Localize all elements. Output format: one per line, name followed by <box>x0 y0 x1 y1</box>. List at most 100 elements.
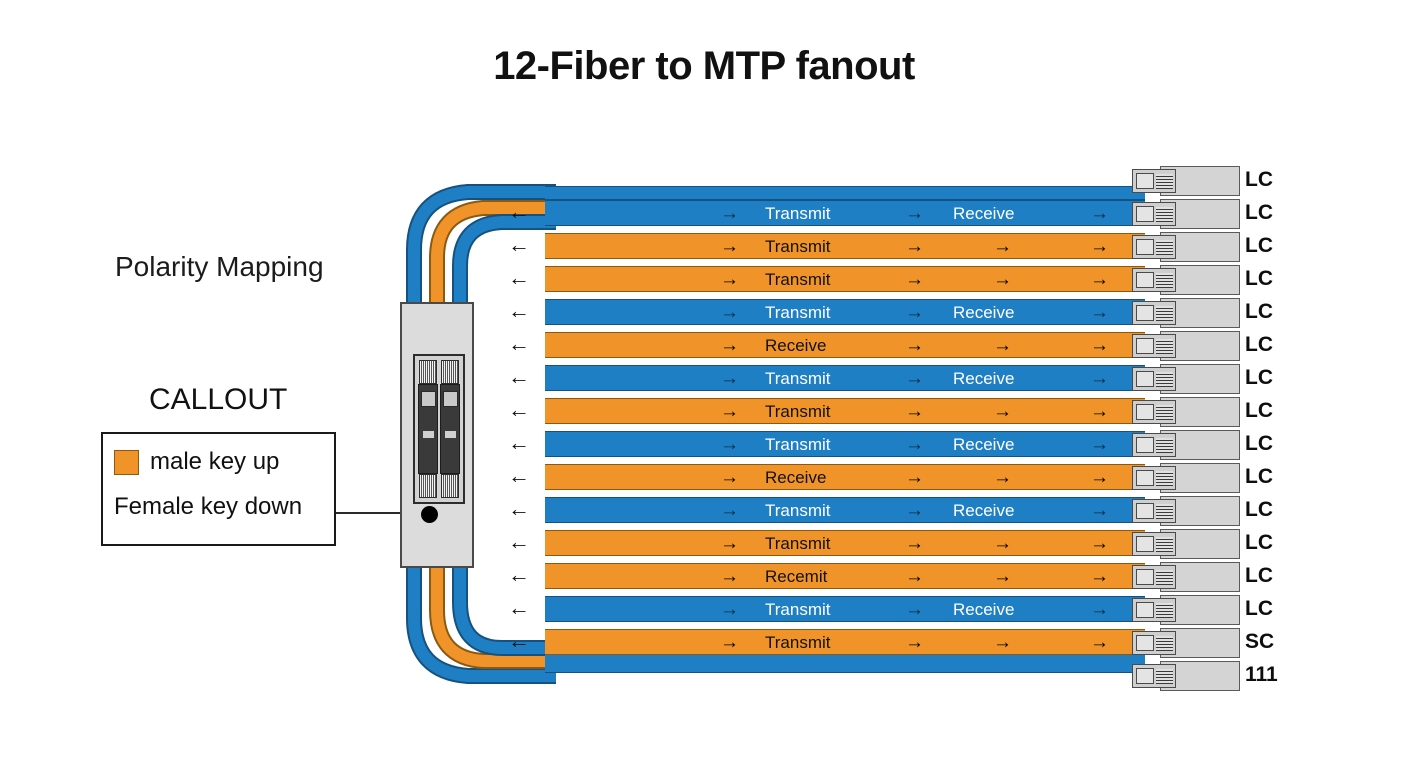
legend-label-male: male key up <box>150 448 280 475</box>
connector-ferrule-inner <box>1136 272 1154 288</box>
flow-arrow-icon: → <box>720 368 739 389</box>
connector-type-label: LC <box>1245 267 1273 290</box>
reverse-flow-arrow-icon: ← <box>508 628 530 653</box>
flow-arrow-icon: → <box>993 269 1012 290</box>
flow-arrow-icon: → <box>1090 269 1109 290</box>
fiber-row-label: Transmit <box>765 435 831 454</box>
flow-arrow-icon: → <box>993 533 1012 554</box>
fiber-connector[interactable]: 111 <box>1132 661 1278 691</box>
fiber-row-label: Transmit <box>765 237 831 256</box>
fiber-connector[interactable]: LC <box>1132 232 1273 262</box>
connector-type-label: SC <box>1245 630 1275 653</box>
reverse-flow-arrow-icon: ← <box>508 529 530 554</box>
connector-type-label: LC <box>1245 234 1273 257</box>
fiber-row-label: Transmit <box>765 303 831 322</box>
fiber-row-label: Transmit <box>765 204 831 223</box>
fiber-connector[interactable]: LC <box>1132 331 1273 361</box>
flow-arrow-icon: → <box>905 335 924 356</box>
connector-ferrule <box>1132 400 1176 424</box>
fiber-row-label: Transmit <box>765 534 831 553</box>
fiber-connector[interactable]: LC <box>1132 562 1273 592</box>
callout-anchor-dot <box>421 506 438 523</box>
fiber-row-label: Receive <box>953 369 1015 388</box>
connector-ferrule-hatch-icon <box>1156 438 1173 453</box>
connector-ferrule-hatch-icon <box>1156 603 1173 618</box>
mtp-module-2[interactable] <box>440 360 460 498</box>
flow-arrow-icon: → <box>993 236 1012 257</box>
flow-arrow-icon: → <box>993 566 1012 587</box>
flow-arrow-icon: → <box>720 434 739 455</box>
mtp-module-1[interactable] <box>418 360 438 498</box>
fiber-row-label: Receive <box>765 468 827 487</box>
fiber-connector[interactable]: LC <box>1132 463 1273 493</box>
fiber-row-label: Transmit <box>765 600 831 619</box>
connector-ferrule-inner <box>1136 206 1154 222</box>
connector-ferrule-hatch-icon <box>1156 207 1173 222</box>
mtp-inner-frame <box>413 354 465 504</box>
fiber-connector[interactable]: LC <box>1132 529 1273 559</box>
page-title: 12-Fiber to MTP fanout <box>493 44 915 88</box>
fiber-row: →→→→Transmit <box>545 233 1145 259</box>
fiber-row-label: Transmit <box>765 633 831 652</box>
mtp-connector-block[interactable] <box>400 302 474 568</box>
connector-ferrule-inner <box>1136 305 1154 321</box>
flow-arrow-icon: → <box>720 401 739 422</box>
connector-ferrule-inner <box>1136 668 1154 684</box>
fiber-connector[interactable]: LC <box>1132 595 1273 625</box>
flow-arrow-icon: → <box>720 203 739 224</box>
flow-arrow-icon: → <box>993 467 1012 488</box>
mtp-module-latch <box>421 391 436 407</box>
connector-ferrule <box>1132 499 1176 523</box>
reverse-flow-arrow-icon: ← <box>508 199 530 224</box>
connector-type-label: LC <box>1245 333 1273 356</box>
flow-arrow-icon: → <box>905 467 924 488</box>
fiber-row-label: Receive <box>953 303 1015 322</box>
fiber-connector[interactable]: LC <box>1132 199 1273 229</box>
fiber-row-label: Transmit <box>765 501 831 520</box>
fiber-connector[interactable]: LC <box>1132 265 1273 295</box>
connector-ferrule <box>1132 235 1176 259</box>
flow-arrow-icon: → <box>1090 434 1109 455</box>
fiber-connector[interactable]: LC <box>1132 496 1273 526</box>
reverse-flow-arrow-icon: ← <box>508 463 530 488</box>
mtp-module-bottom-ferrule <box>419 474 437 498</box>
fiber-connector[interactable]: LC <box>1132 430 1273 460</box>
fiber-row: →→→→Transmit <box>545 530 1145 556</box>
fiber-row-label: Receive <box>953 600 1015 619</box>
connector-ferrule <box>1132 598 1176 622</box>
connector-type-label: LC <box>1245 300 1273 323</box>
connector-ferrule-inner <box>1136 338 1154 354</box>
flow-arrow-icon: → <box>905 203 924 224</box>
connector-type-label: LC <box>1245 366 1273 389</box>
flow-arrow-icon: → <box>1090 566 1109 587</box>
mtp-module-top-ferrule <box>419 360 437 384</box>
connector-ferrule <box>1132 532 1176 556</box>
flow-arrow-icon: → <box>905 236 924 257</box>
fiber-row-label: Recemit <box>765 567 828 586</box>
flow-arrow-icon: → <box>993 401 1012 422</box>
connector-ferrule-hatch-icon <box>1156 636 1173 651</box>
flow-arrow-icon: → <box>905 368 924 389</box>
flow-arrow-icon: → <box>905 500 924 521</box>
reverse-flow-arrow-icon: ← <box>508 595 530 620</box>
connector-ferrule <box>1132 202 1176 226</box>
callout-title: CALLOUT <box>149 383 288 416</box>
connector-type-label: 111 <box>1245 663 1278 686</box>
flow-arrow-icon: → <box>1090 236 1109 257</box>
connector-ferrule <box>1132 334 1176 358</box>
connector-ferrule <box>1132 169 1176 193</box>
fiber-connector[interactable]: SC <box>1132 628 1274 658</box>
connector-ferrule <box>1132 631 1176 655</box>
fiber-connector[interactable]: LC <box>1132 298 1273 328</box>
fiber-connector[interactable]: LC <box>1132 397 1273 427</box>
flow-arrow-icon: → <box>905 434 924 455</box>
connector-ferrule <box>1132 367 1176 391</box>
fiber-connector[interactable]: LC <box>1132 166 1273 196</box>
callout-legend-box: male key up Female key down <box>101 432 336 546</box>
fiber-connector[interactable]: LC <box>1132 364 1273 394</box>
flow-arrow-icon: → <box>905 599 924 620</box>
